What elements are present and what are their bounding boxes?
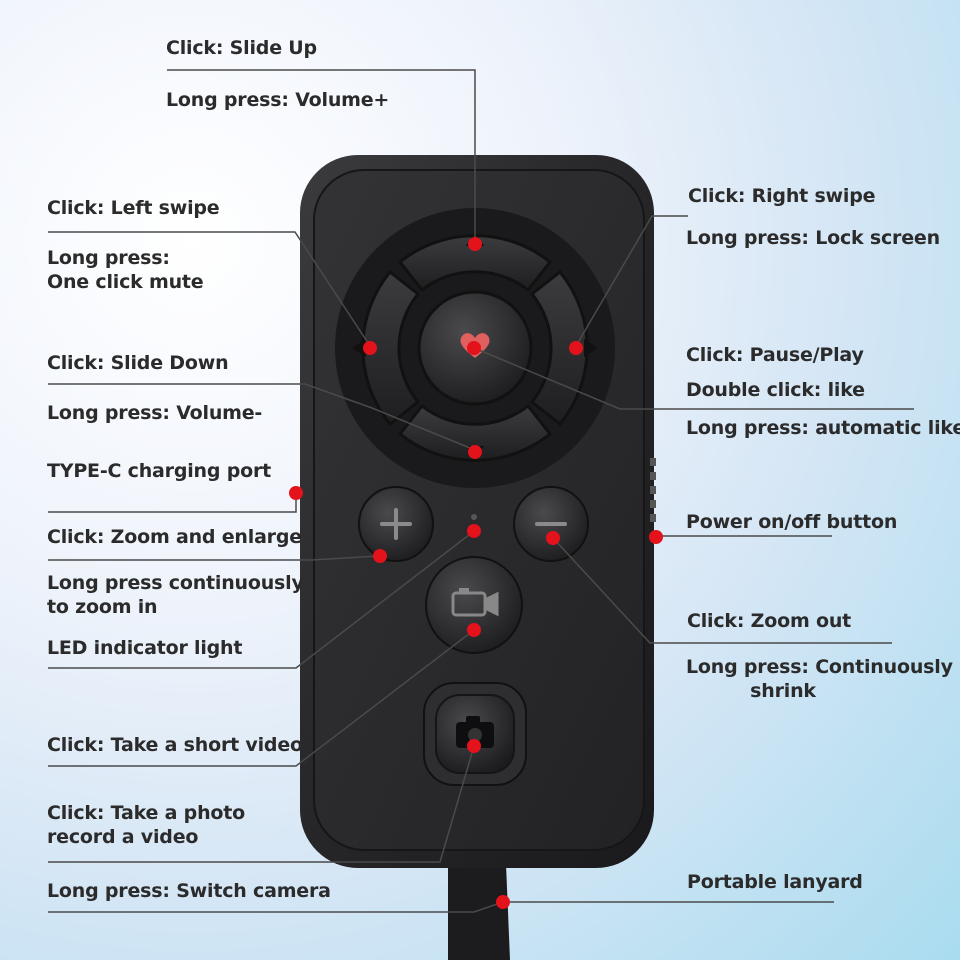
label-down-long: Long press: Volume- xyxy=(47,402,263,424)
label-center-double: Double click: like xyxy=(686,379,865,401)
marker-photo xyxy=(467,739,481,753)
dpad-left-button[interactable] xyxy=(361,269,421,427)
label-slide-up-long: Long press: Volume+ xyxy=(166,89,390,111)
label-photo-long: Long press: Switch camera xyxy=(47,880,331,902)
label-zoom-in-long: Long press continuously to zoom in xyxy=(47,572,304,618)
label-photo-click: Click: Take a photo record a video xyxy=(47,802,245,848)
label-center-long: Long press: automatic like xyxy=(686,417,960,439)
label-zoom-out-long: Long press: Continuously shrink xyxy=(686,656,953,702)
label-left-long: Long press: One click mute xyxy=(47,247,204,293)
marker-typec xyxy=(289,486,303,500)
label-center-click: Click: Pause/Play xyxy=(686,344,864,366)
dpad-down-button[interactable] xyxy=(397,403,553,462)
markers xyxy=(289,237,663,909)
video-button[interactable] xyxy=(425,556,523,654)
label-slide-up-click: Click: Slide Up xyxy=(166,37,317,59)
marker-led xyxy=(467,524,481,538)
marker-zoom-out xyxy=(546,531,560,545)
label-typec: TYPE-C charging port xyxy=(47,460,272,482)
dpad-up-button[interactable] xyxy=(397,234,553,293)
label-down-click: Click: Slide Down xyxy=(47,352,229,374)
marker-video xyxy=(467,623,481,637)
label-zoom-out-click: Click: Zoom out xyxy=(687,610,852,632)
label-lanyard: Portable lanyard xyxy=(687,871,863,893)
leader-lines xyxy=(48,69,914,913)
label-right-long: Long press: Lock screen xyxy=(686,227,940,249)
camera-icon xyxy=(456,716,494,748)
marker-left xyxy=(363,341,377,355)
marker-center xyxy=(467,341,481,355)
label-led: LED indicator light xyxy=(47,637,243,659)
led-indicator xyxy=(471,514,477,520)
label-right-click: Click: Right swipe xyxy=(688,185,876,207)
photo-button-group xyxy=(423,682,527,786)
marker-slide-up xyxy=(468,237,482,251)
lanyard-strap xyxy=(448,840,510,960)
marker-zoom-in xyxy=(373,549,387,563)
video-camera-icon xyxy=(451,588,499,617)
label-left-click: Click: Left swipe xyxy=(47,197,220,219)
label-power: Power on/off button xyxy=(686,511,898,533)
plus-icon xyxy=(380,508,412,540)
label-video-click: Click: Take a short video xyxy=(47,734,303,756)
arrow-right-icon xyxy=(584,339,598,357)
marker-right xyxy=(569,341,583,355)
power-button-ridge xyxy=(650,458,656,522)
video-button-group xyxy=(425,556,523,654)
marker-power xyxy=(649,530,663,544)
label-zoom-in-click: Click: Zoom and enlarge xyxy=(47,526,302,548)
marker-down xyxy=(468,445,482,459)
marker-lanyard xyxy=(496,895,510,909)
arrow-left-icon xyxy=(352,339,366,357)
dpad-right-button[interactable] xyxy=(529,269,589,427)
zoom-buttons xyxy=(358,486,589,562)
